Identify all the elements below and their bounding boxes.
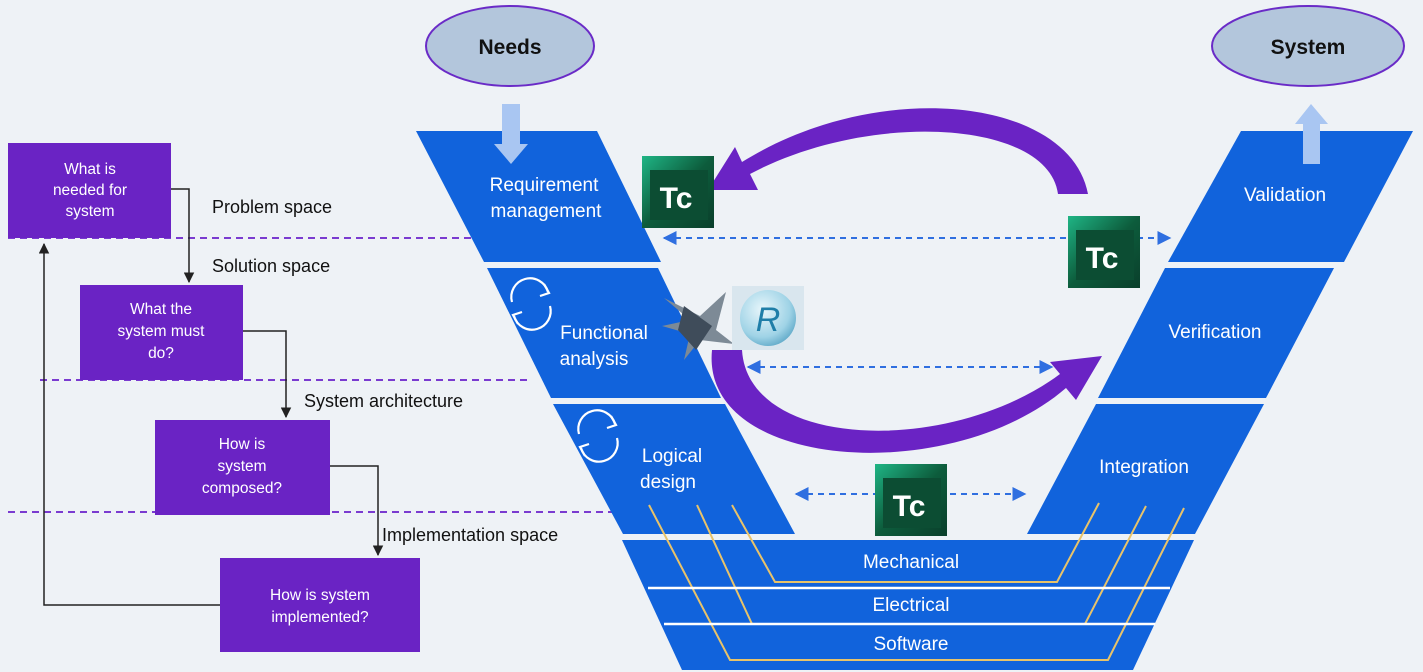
architecture-label: System architecture bbox=[304, 391, 463, 411]
software-label: Software bbox=[874, 634, 949, 655]
domains-block bbox=[622, 540, 1194, 670]
functional-label-2: analysis bbox=[560, 349, 629, 370]
svg-text:Tc: Tc bbox=[660, 182, 693, 215]
v-blocks bbox=[416, 131, 1413, 670]
purple-cycle-arrow-bottom bbox=[711, 350, 1102, 453]
refresh-icon bbox=[510, 277, 552, 331]
svg-text:What the: What the bbox=[130, 301, 192, 318]
svg-text:How is: How is bbox=[219, 436, 266, 453]
logical-design-block[interactable] bbox=[553, 404, 795, 534]
needs-down-arrow bbox=[494, 104, 528, 164]
problem-space-label: Problem space bbox=[212, 197, 332, 217]
system-ellipse bbox=[1211, 5, 1405, 87]
teamcenter-logo-3: Tc bbox=[875, 464, 947, 536]
validation-label: Validation bbox=[1244, 185, 1326, 206]
requirement-label-1: Requirement bbox=[490, 175, 599, 196]
needs-ellipse bbox=[425, 5, 595, 87]
verification-label: Verification bbox=[1169, 322, 1262, 343]
svg-text:system: system bbox=[217, 458, 266, 475]
composed-box bbox=[155, 420, 330, 515]
svg-text:What is: What is bbox=[64, 161, 116, 178]
flow-arrow-1 bbox=[171, 188, 195, 284]
integration-block[interactable] bbox=[1027, 404, 1264, 534]
feedback-arrow bbox=[38, 242, 220, 606]
svg-text:system must: system must bbox=[118, 323, 206, 340]
must-do-box bbox=[80, 285, 243, 380]
functional-label-1: Functional bbox=[560, 323, 648, 344]
solution-space-label: Solution space bbox=[212, 256, 330, 276]
logical-label-2: design bbox=[640, 472, 696, 493]
logical-label-1: Logical bbox=[642, 446, 702, 467]
capella-logo-icon bbox=[662, 292, 734, 360]
purple-cycle-arrow-top bbox=[708, 108, 1088, 194]
svg-text:Tc: Tc bbox=[1086, 242, 1119, 275]
svg-text:R: R bbox=[756, 301, 781, 339]
verification-block[interactable] bbox=[1098, 268, 1334, 398]
svg-text:system: system bbox=[65, 203, 114, 220]
system-up-arrow bbox=[1295, 104, 1328, 164]
needs-label: Needs bbox=[478, 36, 541, 59]
implemented-box bbox=[220, 558, 420, 652]
flow-arrow-2 bbox=[243, 330, 292, 419]
validation-block[interactable] bbox=[1168, 131, 1413, 262]
svg-text:composed?: composed? bbox=[202, 480, 283, 497]
electrical-label: Electrical bbox=[872, 595, 949, 616]
svg-text:implemented?: implemented? bbox=[271, 609, 369, 626]
system-label: System bbox=[1271, 36, 1346, 59]
teamcenter-logo-2: Tc bbox=[1068, 216, 1140, 288]
teamcenter-logo-1: Tc bbox=[642, 156, 714, 228]
functional-analysis-block[interactable] bbox=[487, 268, 721, 398]
requirement-management-block[interactable] bbox=[416, 131, 661, 262]
integration-label: Integration bbox=[1099, 457, 1189, 478]
requirement-label-2: management bbox=[491, 201, 603, 222]
flow-arrow-3 bbox=[330, 465, 384, 557]
rhapsody-logo: R bbox=[732, 286, 804, 350]
svg-text:needed for: needed for bbox=[53, 182, 127, 199]
svg-text:How is system: How is system bbox=[270, 587, 370, 604]
implementation-space-label: Implementation space bbox=[382, 525, 558, 545]
svg-text:do?: do? bbox=[148, 345, 174, 362]
refresh-icon bbox=[577, 409, 619, 463]
mechanical-label: Mechanical bbox=[863, 552, 959, 573]
needed-box bbox=[8, 143, 171, 238]
svg-text:Tc: Tc bbox=[893, 490, 926, 523]
